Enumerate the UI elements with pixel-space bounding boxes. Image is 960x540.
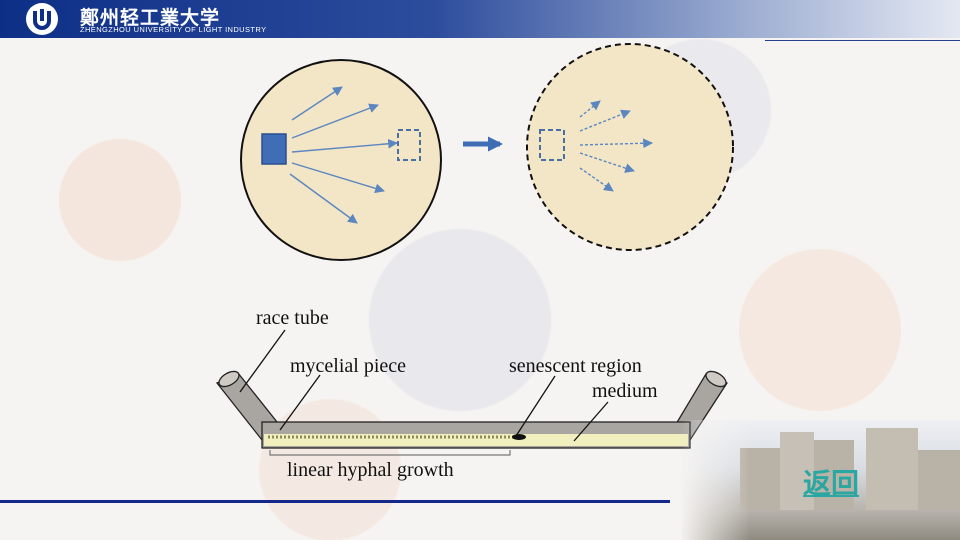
label-race-tube: race tube — [256, 307, 329, 329]
university-name-en: ZHENGZHOU UNIVERSITY OF LIGHT INDUSTRY — [80, 25, 267, 34]
header-rule — [765, 40, 960, 41]
campus-photo — [680, 420, 960, 540]
mycelium-block — [261, 133, 287, 165]
growth-bracket — [269, 450, 511, 456]
active-culture-dish — [240, 59, 442, 261]
leader-medium — [573, 401, 609, 442]
university-name-cn: 鄭州轻工業大学 — [80, 7, 221, 29]
growth-arrow — [291, 138, 398, 153]
leader-race-tube — [239, 329, 286, 393]
label-medium: medium — [592, 380, 658, 402]
race-tube — [215, 370, 728, 456]
leader-mycelial-piece — [279, 374, 321, 431]
growth-arrow — [291, 103, 379, 139]
header-bar: 鄭州轻工業大学 ZHENGZHOU UNIVERSITY OF LIGHT IN… — [0, 0, 960, 38]
growth-arrow — [579, 152, 635, 173]
growth-arrow — [579, 138, 653, 149]
label-senescent-region: senescent region — [509, 355, 642, 377]
target-position-right — [539, 129, 565, 161]
label-mycelial-piece: mycelial piece — [290, 355, 406, 377]
growth-arrow — [579, 109, 631, 132]
growth-arrow — [291, 162, 385, 194]
target-position-left — [397, 129, 421, 161]
label-linear-growth: linear hyphal growth — [287, 459, 454, 481]
leader-senescent-region — [515, 375, 556, 437]
back-link[interactable]: 返回 — [803, 467, 860, 500]
growth-arrow — [291, 86, 343, 121]
senescent-spot — [512, 434, 526, 440]
dish-circle-left — [240, 59, 442, 261]
growth-arrow — [579, 100, 601, 118]
footer-rule — [0, 500, 670, 503]
growth-arrow — [289, 173, 358, 224]
growth-arrow — [579, 167, 614, 192]
senescent-culture-dish — [526, 43, 734, 251]
dish-circle-right — [526, 43, 734, 251]
university-shield-icon — [26, 3, 58, 35]
